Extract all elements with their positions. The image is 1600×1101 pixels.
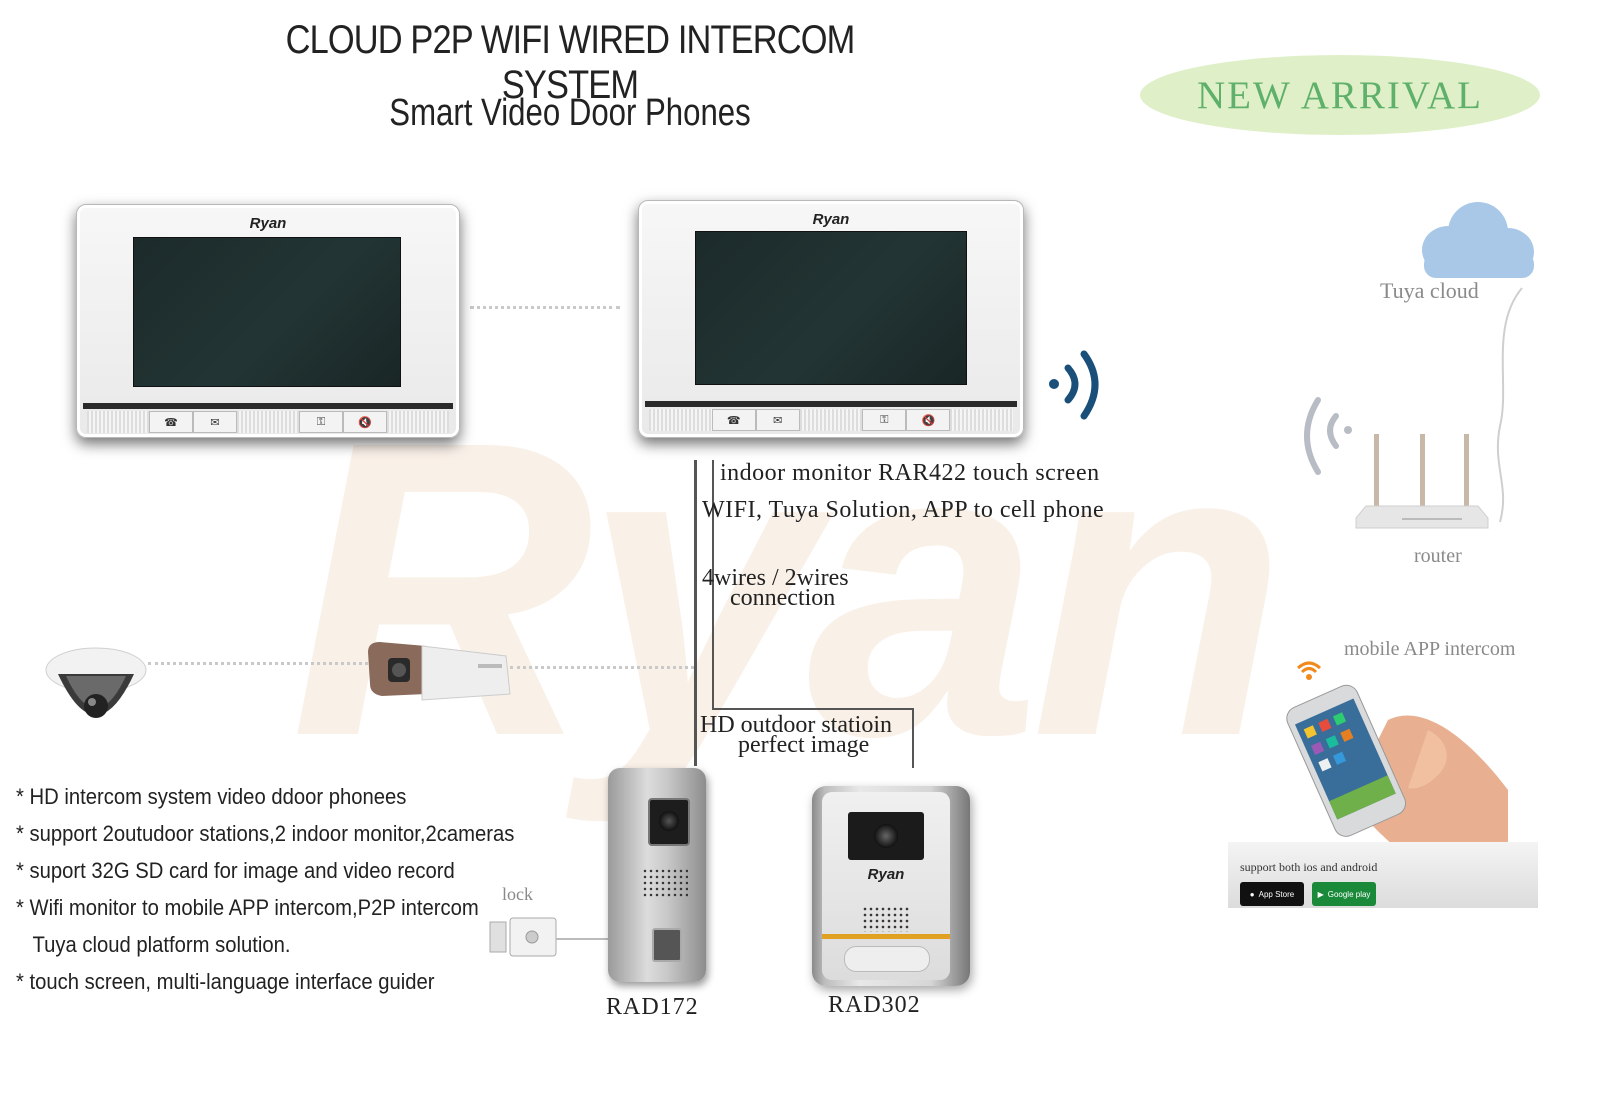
camera-to-wire-line bbox=[510, 666, 694, 669]
mobile-app-label: mobile APP intercom bbox=[1344, 638, 1516, 660]
camera-lens-icon bbox=[648, 798, 690, 846]
smartphone-in-hand-image bbox=[1286, 684, 1508, 850]
lock-link-line bbox=[556, 938, 608, 940]
station-face: Ryan bbox=[822, 792, 950, 980]
page-title: CLOUD P2P WIFI WIRED INTERCOM SYSTEM bbox=[285, 18, 856, 107]
apple-icon: ● bbox=[1249, 889, 1255, 899]
unlock-icon: ⚿ bbox=[299, 411, 343, 433]
monitor-bar bbox=[83, 403, 453, 409]
google-play-label: Google play bbox=[1327, 889, 1371, 899]
support-os-label: support both ios and android bbox=[1240, 860, 1378, 874]
monitor-bar bbox=[645, 401, 1017, 407]
feature-item: * Wifi monitor to mobile APP intercom,P2… bbox=[16, 895, 479, 920]
google-play-button[interactable]: ▶ Google play bbox=[1312, 882, 1376, 906]
router-icon bbox=[1355, 434, 1489, 529]
router-label: router bbox=[1414, 545, 1462, 567]
monitor-screen bbox=[133, 237, 401, 387]
wire-to-rad302-h bbox=[712, 708, 912, 710]
camera-link-line bbox=[148, 662, 368, 665]
dome-camera-image bbox=[45, 647, 147, 718]
wire-to-rad302 bbox=[712, 460, 714, 710]
google-play-icon: ▶ bbox=[1317, 889, 1324, 899]
door-station-rad302: Ryan bbox=[812, 786, 970, 986]
indoor-monitor-left: Ryan ☎ ✉ ⚿ 🔇 bbox=[76, 204, 460, 438]
feature-item: * touch screen, multi-language interface… bbox=[16, 969, 435, 994]
speaker-grille bbox=[862, 906, 910, 932]
phone-icon: ☎ bbox=[711, 409, 756, 431]
phone-icon: ☎ bbox=[149, 411, 193, 433]
cloud-icon bbox=[1422, 202, 1534, 278]
outdoor-station-label: HD outdoor statioin bbox=[700, 712, 892, 738]
cloud-router-link bbox=[1496, 287, 1523, 523]
app-store-label: App Store bbox=[1258, 889, 1295, 899]
connection-label: connection bbox=[730, 585, 836, 611]
app-store-panel: support both ios and android ● App Store… bbox=[1228, 842, 1538, 908]
feature-item: * suport 32G SD card for image and video… bbox=[16, 858, 455, 883]
monitor-button-row: ☎ ✉ ⚿ 🔇 bbox=[87, 411, 449, 433]
new-arrival-badge: NEW ARRIVAL bbox=[1140, 55, 1540, 135]
monitor-brand-logo: Ryan bbox=[812, 211, 850, 228]
phone-wifi-icon bbox=[1296, 661, 1322, 680]
indoor-monitor-right: Ryan ☎ ✉ ⚿ 🔇 bbox=[638, 200, 1024, 438]
feature-item: Tuya cloud platform solution. bbox=[16, 932, 291, 957]
speaker-grille bbox=[387, 411, 449, 433]
mail-icon: ✉ bbox=[193, 411, 237, 433]
perfect-image-label: perfect image bbox=[738, 732, 870, 758]
speaker-grille bbox=[87, 411, 149, 433]
wire-to-rad302-v bbox=[912, 708, 914, 768]
tuya-cloud-label: Tuya cloud bbox=[1380, 278, 1479, 303]
router-wifi-icon bbox=[1304, 397, 1352, 475]
monitor-link-line bbox=[470, 306, 620, 309]
speaker-grille bbox=[237, 411, 299, 433]
camera-lens-icon bbox=[848, 812, 924, 860]
speaker-grille bbox=[799, 409, 863, 431]
monitor-feature-label: WIFI, Tuya Solution, APP to cell phone bbox=[702, 497, 1105, 523]
unlock-icon: ⚿ bbox=[862, 409, 907, 431]
accent-stripe bbox=[822, 934, 950, 939]
door-station-rad172 bbox=[608, 768, 706, 982]
lock-label: lock bbox=[502, 884, 533, 904]
feature-item: * support 2outudoor stations,2 indoor mo… bbox=[16, 821, 515, 846]
rad172-label: RAD172 bbox=[606, 994, 699, 1020]
new-arrival-badge-text: NEW ARRIVAL bbox=[1197, 73, 1483, 117]
monitor-button-row: ☎ ✉ ⚿ 🔇 bbox=[649, 409, 1014, 431]
wire-to-rad172 bbox=[694, 460, 697, 766]
app-store-button[interactable]: ● App Store bbox=[1240, 882, 1304, 906]
speaker-grille bbox=[642, 868, 688, 898]
bullet-camera-image bbox=[368, 642, 511, 701]
feature-list: * HD intercom system video ddoor phonees… bbox=[16, 778, 558, 1000]
rad302-label: RAD302 bbox=[828, 992, 921, 1018]
speaker-grille bbox=[950, 409, 1014, 431]
mail-icon: ✉ bbox=[755, 409, 800, 431]
call-button-icon bbox=[652, 928, 682, 962]
call-button-icon bbox=[844, 946, 930, 972]
monitor-screen bbox=[695, 231, 967, 385]
station-brand-logo: Ryan bbox=[867, 866, 905, 883]
ryan-watermark: Ryan bbox=[290, 355, 1287, 824]
mute-icon: 🔇 bbox=[343, 411, 387, 433]
feature-item: * HD intercom system video ddoor phonees bbox=[16, 784, 407, 809]
page-subtitle: Smart Video Door Phones bbox=[389, 92, 751, 134]
wifi-signal-icon bbox=[1049, 350, 1099, 420]
speaker-grille bbox=[649, 409, 712, 431]
monitor-model-label: indoor monitor RAR422 touch screen bbox=[720, 460, 1100, 486]
electric-lock-image bbox=[489, 917, 557, 957]
mute-icon: 🔇 bbox=[906, 409, 951, 431]
wires-label: 4wires / 2wires bbox=[702, 565, 849, 591]
monitor-brand-logo: Ryan bbox=[249, 215, 287, 232]
